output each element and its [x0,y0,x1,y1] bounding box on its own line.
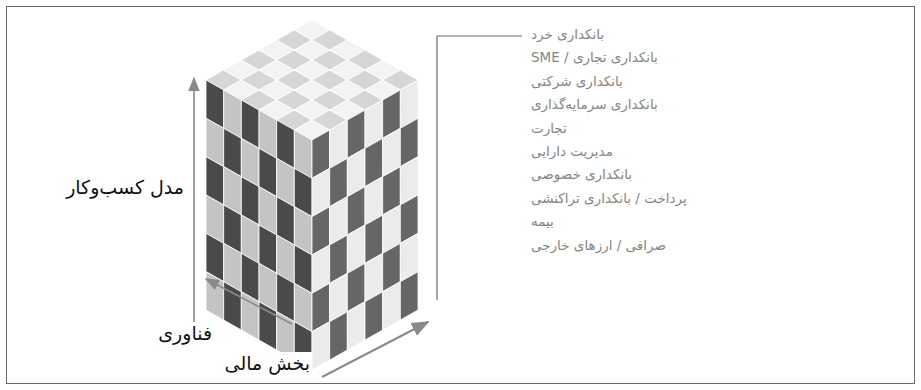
sector-label: بانکداری شرکتی [531,73,623,89]
axis-label: مدل کسب‌وکار [64,176,186,199]
cube-cell [383,282,401,330]
axis-label: فناوری [156,322,214,345]
cube-cell [312,322,330,370]
sector-label: مدیریت دارایی [531,143,613,159]
sector-label: بانکداری خرد [531,26,604,42]
axis-arrow [322,322,428,377]
cube-cell [400,272,418,320]
cube-cell [365,292,383,340]
frame-border [7,7,915,384]
bracket-line [437,36,522,300]
sector-label: پرداخت / بانکداری تراکنشی [531,190,687,206]
axis-label: بخش مالی [223,352,312,375]
sector-label: بانکداری خصوصی [531,166,632,182]
cube-cell [206,272,224,320]
sector-label: تجارت [531,120,567,136]
sector-label: بانکداری سرمایه‌گذاری [531,96,658,112]
sector-label: بانکداری تجاری / SME [531,49,658,65]
cube-cell [347,302,365,350]
cube-cell [330,312,348,360]
sector-label: صرافی / ارزهای خارجی [531,237,666,253]
axis-arrow [193,78,195,342]
axis-arrow [206,279,292,324]
sector-label: بیمه [531,213,554,229]
cube-illustration [206,20,418,370]
